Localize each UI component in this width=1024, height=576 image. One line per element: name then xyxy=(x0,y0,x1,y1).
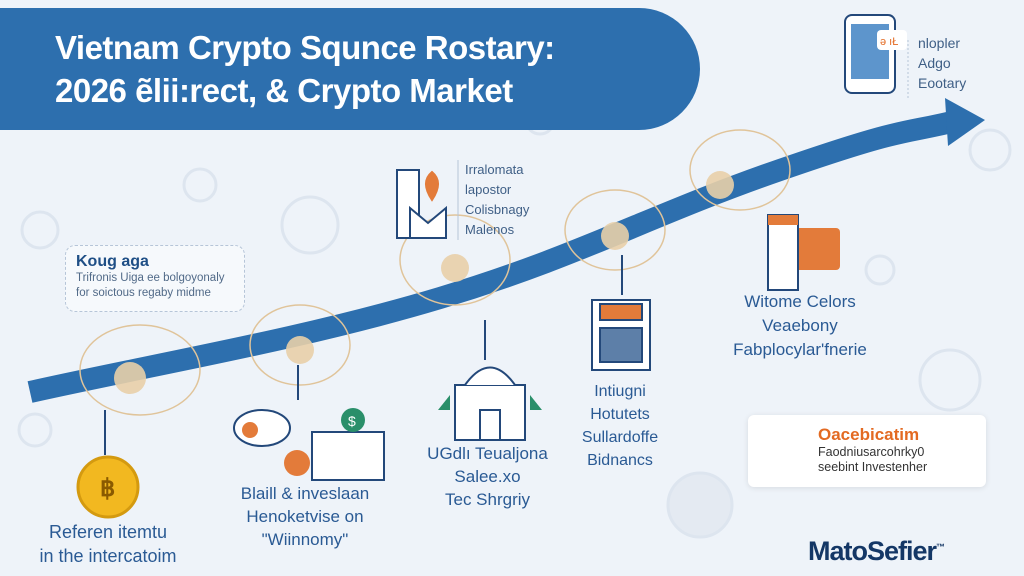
milestone-line: Fabplocylar'fnerie xyxy=(733,340,867,359)
brand-name: MatoSefier xyxy=(808,536,937,566)
building-note: Irralomata lapostor Colisbnagy Malenos xyxy=(465,160,529,240)
milestone-line: in the intercatoim xyxy=(39,546,177,566)
coin-icon xyxy=(76,455,140,519)
svg-text:ə ıŁ: ə ıŁ xyxy=(880,36,898,48)
milestone-marker xyxy=(114,362,146,394)
callout-heading: Oacebicatim xyxy=(818,425,920,444)
milestone-line: UGdlı Teualjona xyxy=(427,444,548,463)
milestone-marker xyxy=(286,336,314,364)
location-building-icon xyxy=(396,169,447,239)
milestone-line: Intiugni xyxy=(594,383,646,400)
milestone-marker xyxy=(706,171,734,199)
top-right-note: nlopler Adgo Eootary xyxy=(918,33,966,93)
note-line: Eootary xyxy=(918,75,967,91)
arrow-head xyxy=(945,98,985,146)
milestone-line: "Wiinnomy" xyxy=(261,530,349,549)
callout-line: Faodniusarcohrky0 xyxy=(818,445,925,459)
milestone-line: Witome Celors xyxy=(744,292,856,311)
milestone-line: Blaill & inveslaan xyxy=(240,484,370,503)
milestone-1: Referen itemtu in the intercatoim xyxy=(18,520,198,568)
title-banner xyxy=(0,8,700,130)
trademark: ™ xyxy=(936,542,945,552)
milestone-5: Witome Celors Veaebony Fabplocylar'fneri… xyxy=(700,290,900,362)
payment-icon: $ xyxy=(233,408,385,481)
note-line: lapostor xyxy=(465,182,512,197)
milestone-line: Veaebony xyxy=(762,316,838,335)
info-box-line: for soictous regaby midme xyxy=(76,287,211,299)
brand-logo: MatoSefier™ xyxy=(808,536,945,567)
milestone-3: UGdlı Teualjona Salee.xo Tec Shrgriy xyxy=(405,442,570,511)
note-line: Irralomata xyxy=(465,162,524,177)
note-line: nlopler xyxy=(918,35,961,51)
milestone-line: Sullardoffe xyxy=(581,429,659,446)
page-title: Vietnam Crypto Squnce Rostary: 2026 ẽlii… xyxy=(55,26,555,112)
note-line: Adgo xyxy=(918,55,951,71)
milestone-line: Hotutets xyxy=(590,406,650,423)
note-line: Malenos xyxy=(465,222,515,237)
svg-text:$: $ xyxy=(348,413,356,429)
info-box-heading: Koug aga xyxy=(76,253,149,270)
svg-text:฿: ฿ xyxy=(100,475,115,502)
milestone-line: Henoketvise on xyxy=(246,507,364,526)
milestone-line: Salee.xo xyxy=(454,467,521,486)
info-box: Koug aga Trifronis Uiga ee bolgoyonaly f… xyxy=(65,245,245,312)
growth-arrow xyxy=(27,109,963,403)
title-line-1: Vietnam Crypto Squnce Rostary: xyxy=(55,29,555,66)
info-box-line: Trifronis Uiga ee bolgoyonaly xyxy=(76,272,225,284)
callout-card: Oacebicatim Faodniusarcohrky0 seebint In… xyxy=(748,415,986,487)
temple-icon xyxy=(438,366,542,441)
milestone-2: Blaill & inveslaan Henoketvise on "Wiinn… xyxy=(210,482,400,551)
callout-line: seebint Investenher xyxy=(818,460,928,474)
milestone-line: Tec Shrgriy xyxy=(444,490,531,509)
wallet-card-icon xyxy=(767,214,840,291)
milestone-line: Bidnancs xyxy=(587,452,653,469)
phone-icon: ə ıŁ xyxy=(844,14,907,94)
title-line-2: 2026 ẽlii:rect, & Crypto Market xyxy=(55,72,513,109)
device-icon xyxy=(591,299,651,371)
milestone-line: Referen itemtu xyxy=(48,522,168,542)
milestone-marker xyxy=(601,222,629,250)
milestone-4: Intiugni Hotutets Sullardoffe Bidnancs xyxy=(565,380,675,472)
note-line: Colisbnagy xyxy=(465,202,530,217)
milestone-marker xyxy=(441,254,469,282)
